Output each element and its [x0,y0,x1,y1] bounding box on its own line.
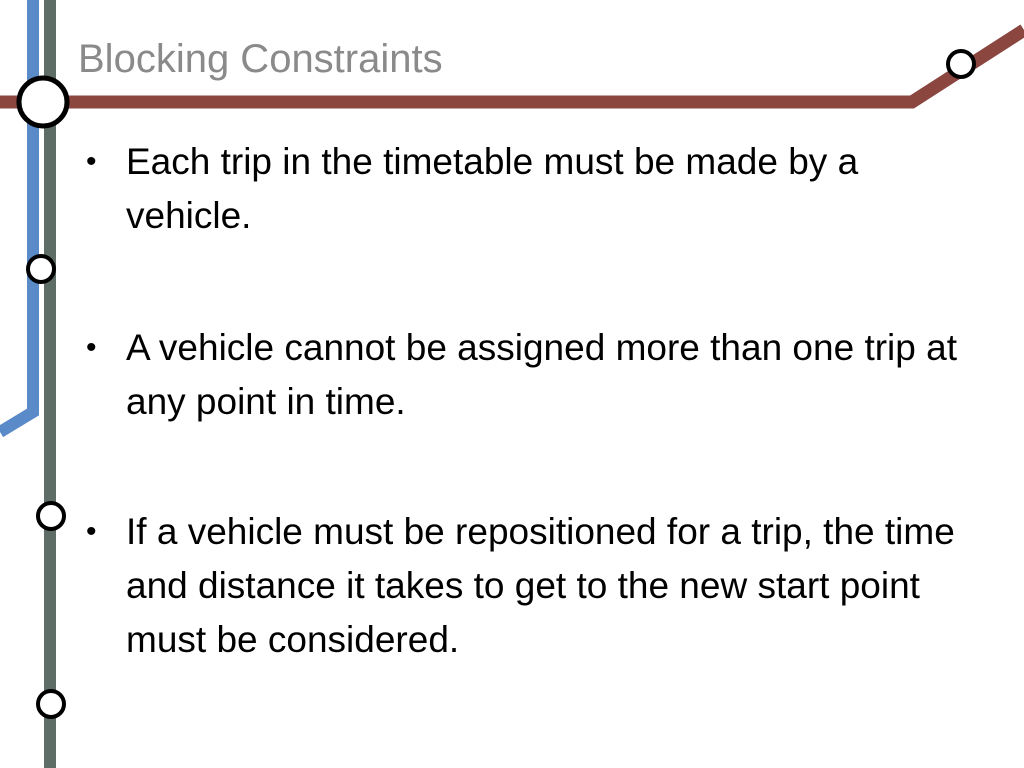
large-station-icon [16,75,70,129]
slide-title: Blocking Constraints [78,37,443,81]
bullet-icon: • [86,331,97,364]
bullet-item: • Each trip in the timetable must be mad… [86,135,1006,243]
bullet-icon: • [86,145,97,178]
bullet-text: Each trip in the timetable must be made … [126,141,859,236]
bullet-text: If a vehicle must be repositioned for a … [126,511,955,660]
station-icon-gray-upper [36,501,66,531]
station-icon-top-right [946,49,976,79]
station-icon-blue [26,254,56,284]
station-icon-gray-lower [36,689,66,719]
bullet-icon: • [86,515,97,548]
red-transit-line [0,24,1024,109]
bullet-text: A vehicle cannot be assigned more than o… [126,327,957,422]
bullet-item: • If a vehicle must be repositioned for … [86,505,1006,667]
blue-transit-line [0,0,39,438]
bullet-item: • A vehicle cannot be assigned more than… [86,321,1006,429]
